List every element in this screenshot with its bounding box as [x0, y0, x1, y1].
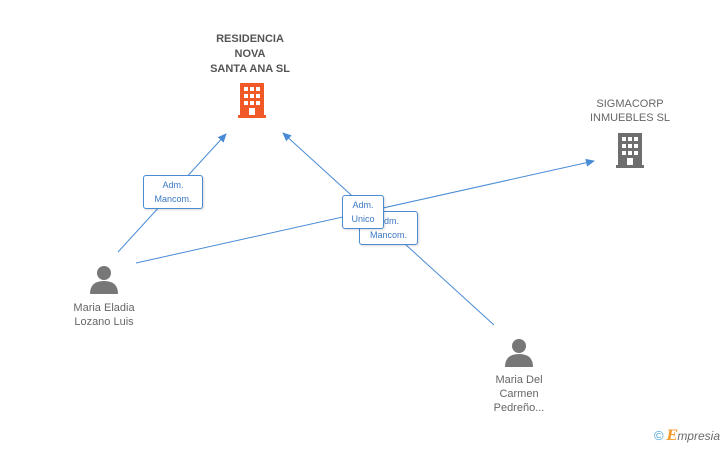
edge-badge-line: Mancom.: [154, 194, 192, 204]
node-label-line: NOVA: [234, 48, 266, 60]
building-icon-sigmacorp[interactable]: [616, 133, 644, 168]
node-label-residencia[interactable]: RESIDENCIA NOVA SANTA ANA SL: [190, 32, 310, 77]
building-icon-residencia[interactable]: [238, 83, 266, 118]
node-label-maria-eladia[interactable]: Maria Eladia Lozano Luis: [44, 301, 164, 329]
node-label-line: INMUEBLES SL: [589, 112, 671, 124]
node-label-line: Pedreño...: [493, 402, 545, 414]
person-icon-maria-del-carmen[interactable]: [505, 339, 533, 367]
node-label-line: Maria Eladia: [73, 302, 135, 314]
edge-badge-line: Adm.: [352, 200, 374, 210]
node-label-line: SANTA ANA SL: [210, 63, 290, 75]
node-label-line: Carmen: [499, 388, 539, 400]
node-label-line: RESIDENCIA: [216, 33, 284, 45]
edge-badge-line: Unico: [351, 214, 375, 224]
copyright-icon: ©: [654, 428, 664, 443]
edge-badge-eladia-residencia[interactable]: Adm. Mancom.: [143, 175, 203, 209]
node-label-maria-del-carmen[interactable]: Maria Del Carmen Pedreño...: [459, 373, 579, 415]
brand-name-rest: mpresia: [677, 429, 720, 443]
node-label-line: Maria Del: [495, 374, 543, 386]
edge-badge-eladia-sigmacorp[interactable]: Adm. Unico: [342, 195, 384, 229]
edge-badge-line: Mancom.: [369, 230, 407, 240]
empresia-watermark: ©Empresia: [654, 428, 720, 444]
edge-badge-line: Adm.: [162, 180, 184, 190]
node-label-line: SIGMACORP: [596, 98, 664, 110]
person-icon-maria-eladia[interactable]: [90, 266, 118, 294]
brand-initial: E: [666, 428, 678, 444]
node-label-sigmacorp[interactable]: SIGMACORP INMUEBLES SL: [570, 97, 690, 125]
edge-badge-line: Adm.: [377, 216, 399, 226]
node-label-line: Lozano Luis: [74, 316, 134, 328]
